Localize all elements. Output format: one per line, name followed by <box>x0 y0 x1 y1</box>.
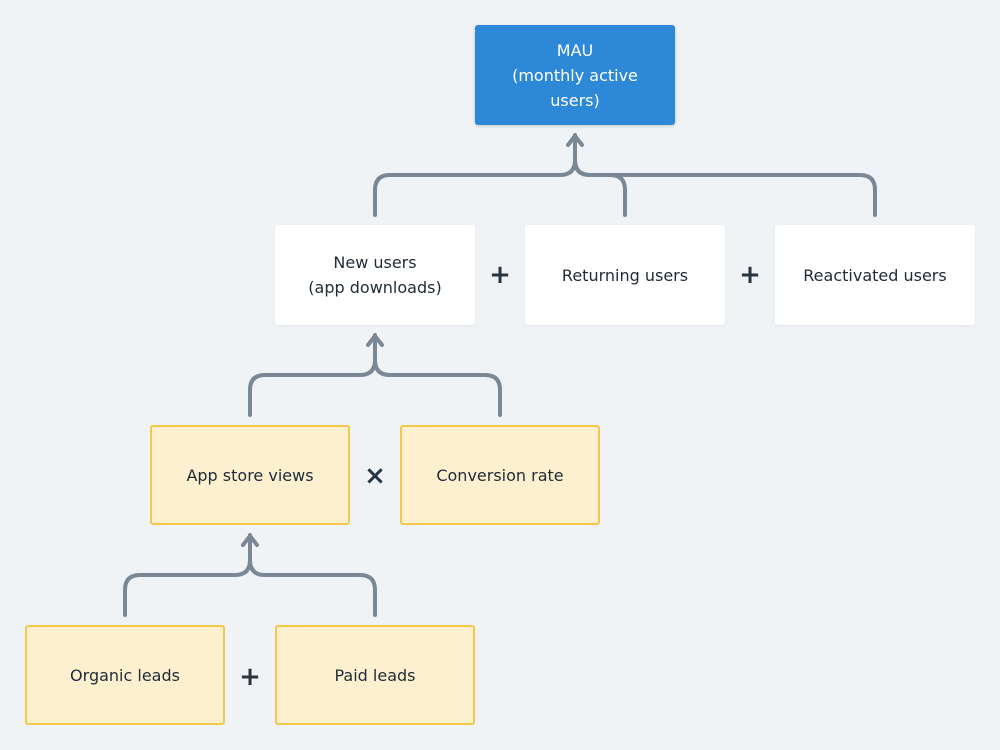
multiply-operator: × <box>364 461 386 491</box>
node-app-store-views[interactable]: App store views <box>150 425 350 525</box>
connector-organic-leads-to-app-store-views <box>123 533 252 617</box>
node-mau[interactable]: MAU (monthly active users) <box>475 25 675 125</box>
plus-operator: + <box>489 260 511 290</box>
plus-operator: + <box>239 662 261 692</box>
node-new-users[interactable]: New users (app downloads) <box>275 225 475 325</box>
node-reactivated-users[interactable]: Reactivated users <box>775 225 975 325</box>
plus-operator: + <box>739 260 761 290</box>
arrowhead-new-users <box>366 334 384 347</box>
arrowhead-mau <box>566 134 584 147</box>
node-organic-leads[interactable]: Organic leads <box>25 625 225 725</box>
arrowhead-app-store-views <box>241 534 259 547</box>
connector-paid-leads-to-app-store-views <box>248 558 377 617</box>
node-returning-users[interactable]: Returning users <box>525 225 725 325</box>
node-conversion-rate[interactable]: Conversion rate <box>400 425 600 525</box>
node-paid-leads[interactable]: Paid leads <box>275 625 475 725</box>
connector-new-users-to-mau <box>373 133 577 217</box>
connector-app-store-views-to-new-users <box>248 333 377 417</box>
connector-reactivated-users-to-mau <box>573 158 877 217</box>
connector-conversion-rate-to-new-users <box>373 358 502 417</box>
connector-returning-users-to-mau <box>573 158 627 217</box>
